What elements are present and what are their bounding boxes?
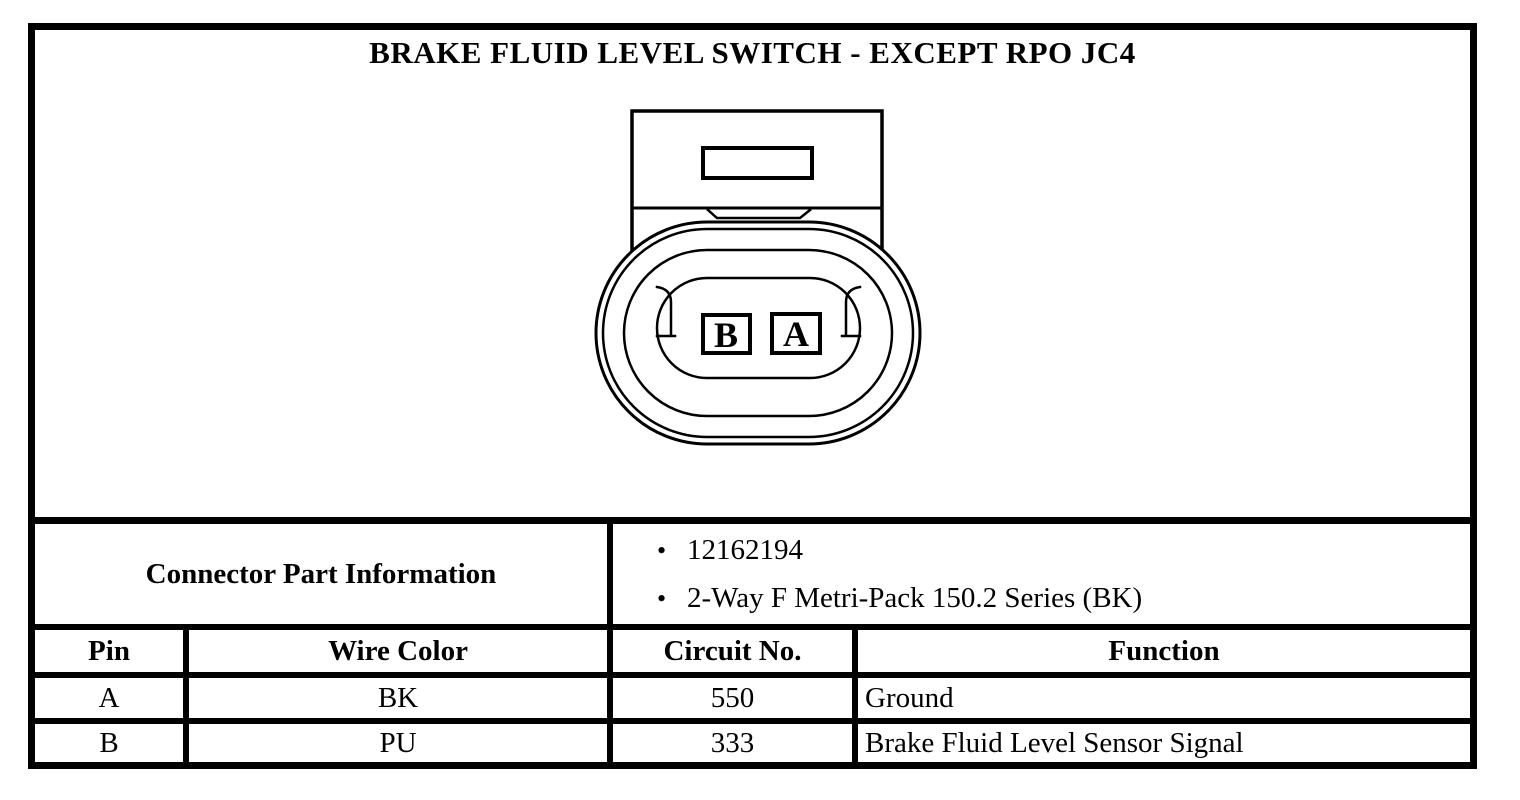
- row-a-function: Ground: [858, 678, 1470, 718]
- latch-slot: [701, 146, 814, 180]
- left-keyway: [655, 285, 677, 338]
- connector-info-tables: Connector Part Information • 12162194 • …: [35, 517, 1470, 762]
- row-a-pin: A: [35, 678, 183, 718]
- shell-lip-ring: [601, 227, 915, 439]
- header-wire-color: Wire Color: [189, 630, 607, 672]
- seal-ring: [622, 248, 894, 418]
- part-number-value: 12162194: [687, 533, 803, 566]
- connector-tab-body: [630, 109, 884, 254]
- right-keyway: [840, 285, 862, 338]
- row-b-pin: B: [35, 724, 183, 762]
- pin-a-terminal: [770, 312, 822, 355]
- bullet-icon: •: [657, 583, 667, 613]
- page-title: BRAKE FLUID LEVEL SWITCH - EXCEPT RPO JC…: [369, 35, 1136, 70]
- row-b-circuit-no: 333: [613, 724, 852, 762]
- latch-ramp: [706, 208, 812, 220]
- pin-b-label: B: [714, 315, 738, 355]
- header-circuit-no: Circuit No.: [613, 630, 852, 672]
- pin-cavity: [655, 276, 862, 380]
- title-and-diagram-section: BRAKE FLUID LEVEL SWITCH - EXCEPT RPO JC…: [35, 30, 1470, 517]
- document-frame: BRAKE FLUID LEVEL SWITCH - EXCEPT RPO JC…: [28, 23, 1477, 769]
- row-b-wire-color: PU: [189, 724, 607, 762]
- part-number-item: • 12162194: [657, 534, 803, 567]
- pin-a-label: A: [783, 314, 809, 354]
- row-a-circuit-no: 550: [613, 678, 852, 718]
- connector-part-information-label: Connector Part Information: [35, 524, 607, 624]
- connector-diagram: B A: [594, 109, 922, 446]
- pin-b-terminal: [701, 313, 752, 355]
- bullet-icon: •: [657, 535, 667, 565]
- connector-series-item: • 2-Way F Metri-Pack 150.2 Series (BK): [657, 582, 1142, 615]
- header-pin: Pin: [35, 630, 183, 672]
- row-b-function: Brake Fluid Level Sensor Signal: [858, 724, 1470, 762]
- connector-series-value: 2-Way F Metri-Pack 150.2 Series (BK): [687, 581, 1143, 614]
- header-function: Function: [858, 630, 1470, 672]
- connector-part-information-values: • 12162194 • 2-Way F Metri-Pack 150.2 Se…: [613, 524, 1470, 624]
- row-a-wire-color: BK: [189, 678, 607, 718]
